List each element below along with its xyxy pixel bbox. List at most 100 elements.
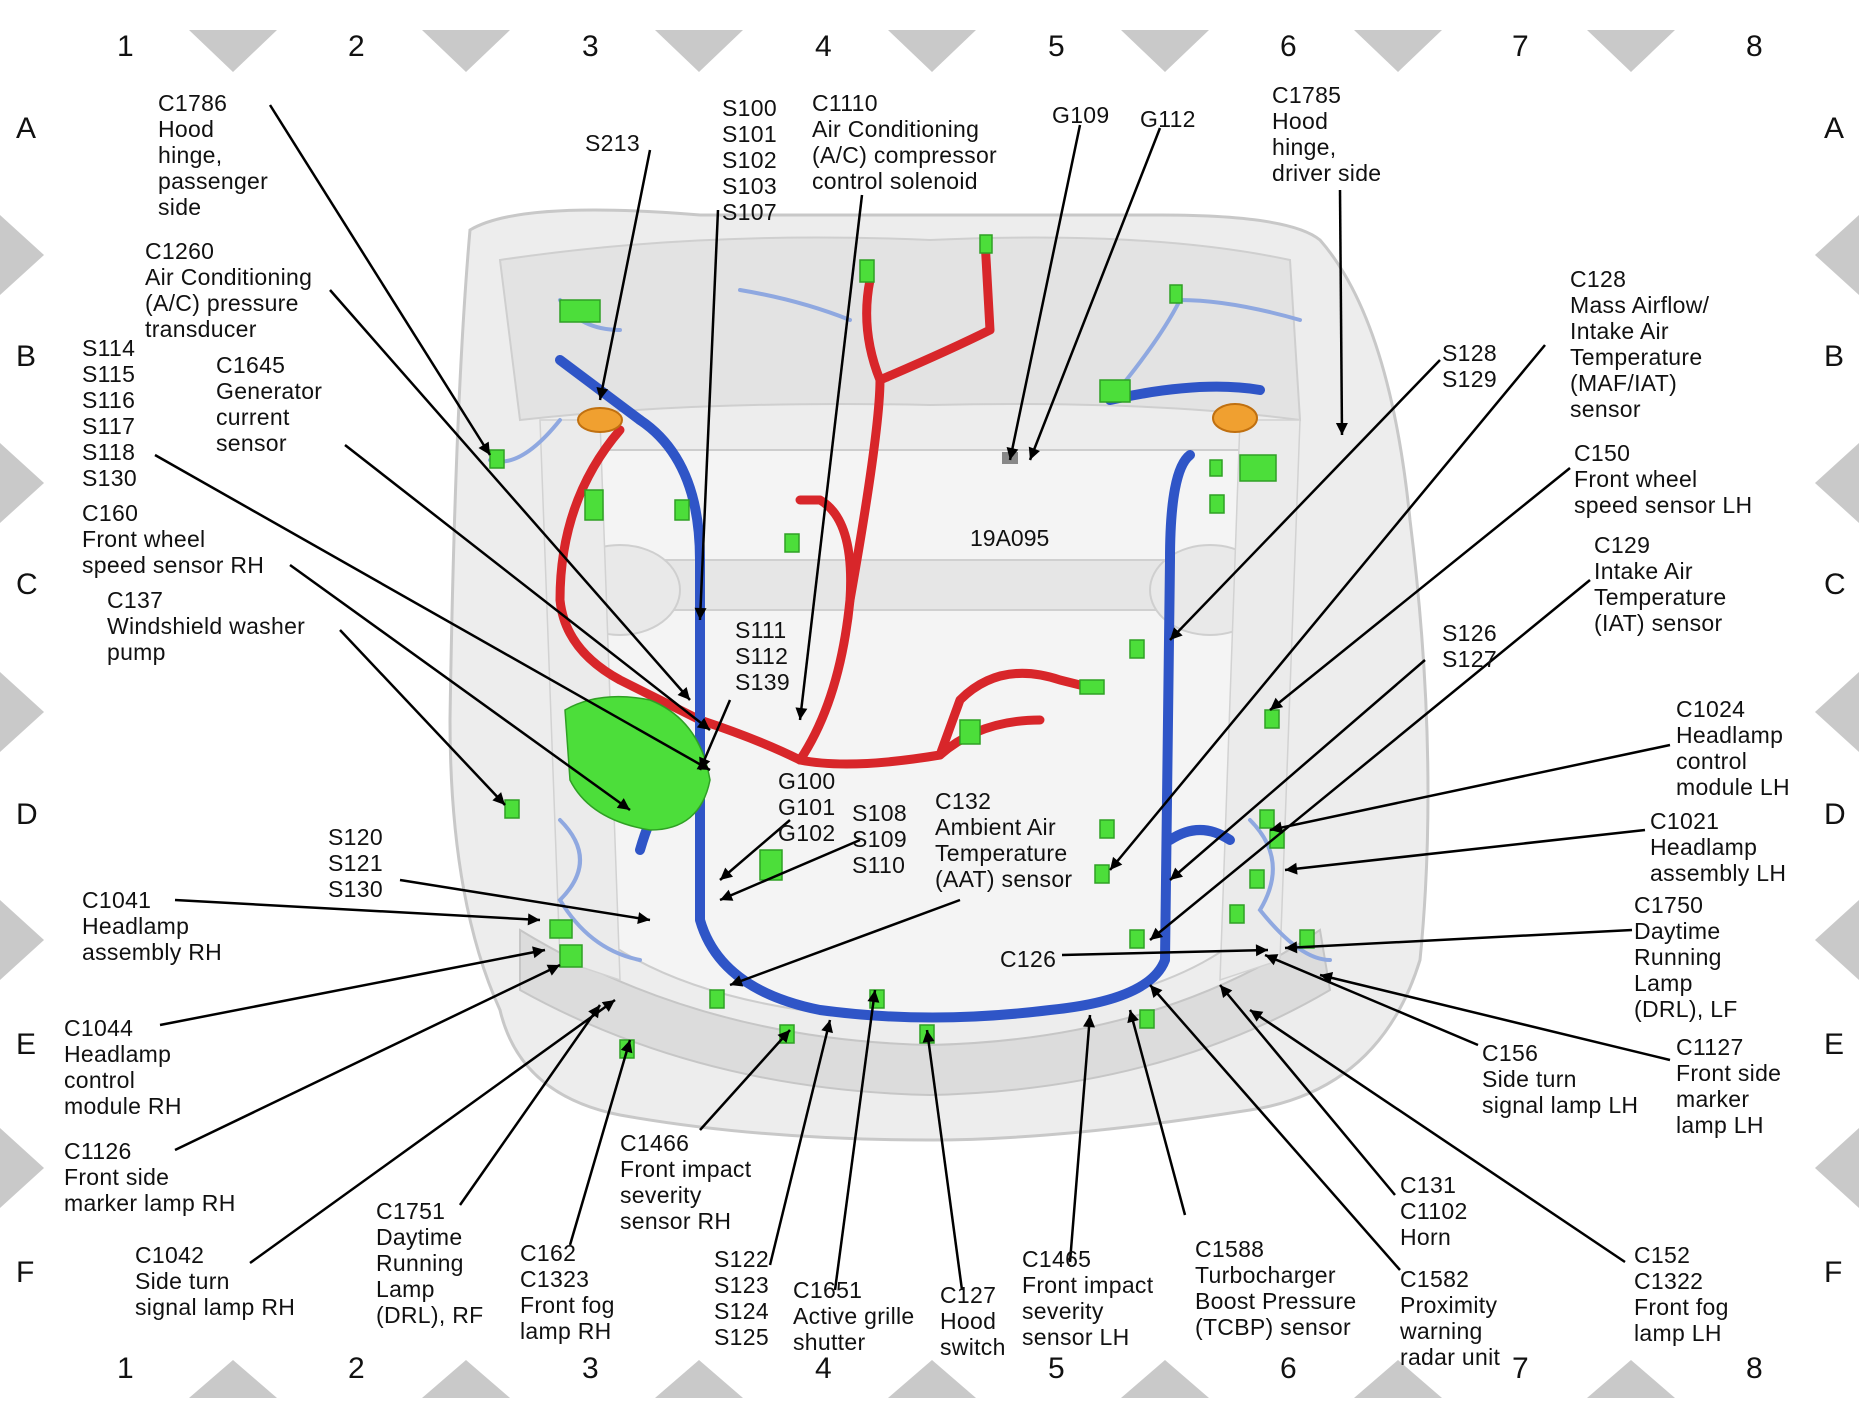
label-c162: C162 C1323 Front fog lamp RH — [520, 1240, 615, 1344]
arrowhead-c156 — [1265, 954, 1279, 966]
leader-c1645 — [344, 444, 711, 731]
label-c1645: C1645 Generator current sensor — [216, 352, 323, 456]
label-c127: C127 Hood switch — [940, 1282, 1006, 1360]
label-s126: S126 S127 — [1442, 620, 1497, 672]
label-g112: G112 — [1140, 106, 1196, 132]
label-s111: S111 S112 S139 — [735, 617, 790, 695]
grid-col-top-7: 7 — [1512, 30, 1529, 63]
leader-c127 — [925, 1029, 964, 1291]
leader-c152 — [1249, 1008, 1626, 1264]
leader-c1021 — [1284, 828, 1646, 872]
label-c1044: C1044 Headlamp control module RH — [64, 1015, 182, 1119]
grid-col-bottom-6: 6 — [1280, 1352, 1297, 1385]
grid-marker-bottom-4 — [888, 1360, 976, 1398]
label-c1021: C1021 Headlamp assembly LH — [1650, 808, 1787, 886]
arrowhead-c1024 — [1270, 821, 1283, 834]
label-s100: S100 S101 S102 S103 S107 — [722, 95, 777, 225]
grid-marker-left-1 — [0, 215, 44, 295]
grid-row-right-C: C — [1824, 568, 1846, 601]
grid-marker-top-2 — [422, 30, 510, 72]
grid-col-top-4: 4 — [815, 30, 832, 63]
label-c1465: C1465 Front impact severity sensor LH — [1022, 1246, 1154, 1350]
orange-grommets — [577, 403, 1258, 433]
label-c137: C137 Windshield washer pump — [107, 587, 306, 665]
leader-c156 — [1264, 953, 1479, 1047]
arrowhead-s213 — [596, 387, 609, 400]
leader-s128 — [1169, 359, 1441, 641]
label-c150: C150 Front wheel speed sensor LH — [1574, 440, 1753, 518]
grid-row-right-E: E — [1824, 1028, 1845, 1061]
leader-c1041 — [174, 898, 541, 922]
label-c1786: C1786 Hood hinge, passenger side — [158, 90, 269, 220]
grid-marker-bottom-2 — [422, 1360, 510, 1398]
leader-c1785 — [1338, 189, 1344, 436]
leader-c1582 — [1149, 984, 1401, 1271]
arrowhead-c150 — [1270, 697, 1284, 710]
label-c126: C126 — [1000, 946, 1057, 972]
grid-row-left-C: C — [16, 568, 38, 601]
grid-marker-right-2 — [1815, 443, 1859, 523]
leader-s213 — [598, 149, 652, 401]
grid-marker-right-1 — [1815, 215, 1859, 295]
label-c132: C132 Ambient Air Temperature (AAT) senso… — [935, 788, 1073, 892]
leader-c1651 — [833, 989, 877, 1291]
leader-c1126 — [174, 963, 561, 1152]
arrowhead-c1044 — [532, 946, 545, 959]
arrowhead-c160 — [616, 798, 630, 810]
grid-row-right-B: B — [1824, 340, 1845, 373]
grid-row-left-F: F — [16, 1256, 35, 1289]
grid-marker-left-4 — [0, 900, 44, 980]
grid-marker-left-2 — [0, 443, 44, 523]
grid-marker-top-1 — [189, 30, 277, 72]
label-c1127: C1127 Front side marker lamp LH — [1676, 1034, 1782, 1138]
grid-marker-right-4 — [1815, 900, 1859, 980]
grid-row-left-B: B — [16, 340, 37, 373]
leader-c150 — [1269, 467, 1571, 711]
grid-marker-top-7 — [1587, 30, 1675, 72]
grid-row-left-D: D — [16, 798, 38, 831]
grid-row-right-A: A — [1824, 112, 1845, 145]
arrowhead-c1786 — [478, 441, 490, 455]
label-c1785: C1785 Hood hinge, driver side — [1272, 82, 1382, 186]
label-c1651: C1651 Active grille shutter — [793, 1277, 915, 1355]
grid-col-bottom-5: 5 — [1048, 1352, 1065, 1385]
arrowhead-s122 — [821, 1020, 833, 1034]
arrowhead-c1465 — [1083, 1015, 1096, 1028]
grid-marker-right-5 — [1815, 1128, 1859, 1208]
arrowhead-c1042 — [601, 1000, 615, 1012]
arrowhead-c1110 — [795, 707, 808, 720]
arrowhead-c1588 — [1127, 1010, 1139, 1024]
arrowhead-c1127 — [1320, 972, 1334, 984]
label-c131: C131 C1102 Horn — [1400, 1172, 1468, 1250]
leader-c1024 — [1269, 743, 1671, 832]
label-c129: C129 Intake Air Temperature (IAT) sensor — [1594, 532, 1727, 636]
leader-c132 — [729, 898, 961, 987]
grid-marker-bottom-5 — [1121, 1360, 1209, 1398]
leader-c1042 — [249, 998, 616, 1265]
leader-c1786 — [268, 104, 492, 456]
leader-g112 — [1028, 127, 1162, 461]
arrowhead-c152 — [1250, 1010, 1264, 1022]
arrowhead-c132 — [730, 975, 744, 987]
grid-marker-bottom-6 — [1354, 1360, 1442, 1398]
grid-col-bottom-1: 1 — [117, 1352, 134, 1385]
leader-c1465 — [1068, 1014, 1092, 1263]
label-c1751: C1751 Daytime Running Lamp (DRL), RF — [376, 1198, 484, 1328]
label-g100: G100 G101 G102 — [778, 768, 836, 846]
label-c1588: C1588 Turbocharger Boost Pressure (TCBP)… — [1195, 1236, 1357, 1340]
grid-marker-top-6 — [1354, 30, 1442, 72]
arrowhead-s126 — [1170, 867, 1184, 880]
grid-marker-top-3 — [655, 30, 743, 72]
grid-col-bottom-4: 4 — [815, 1352, 832, 1385]
leader-c1750 — [1284, 928, 1633, 950]
connectors — [489, 234, 1315, 1059]
arrowhead-c1466 — [777, 1030, 790, 1043]
leader-s120 — [399, 878, 651, 922]
arrowhead-c129 — [1150, 927, 1164, 940]
leader-c131 — [1219, 984, 1396, 1196]
label-c152: C152 C1322 Front fog lamp LH — [1634, 1242, 1729, 1346]
grid-col-top-6: 6 — [1280, 30, 1297, 63]
arrowhead-s128 — [1170, 627, 1183, 640]
